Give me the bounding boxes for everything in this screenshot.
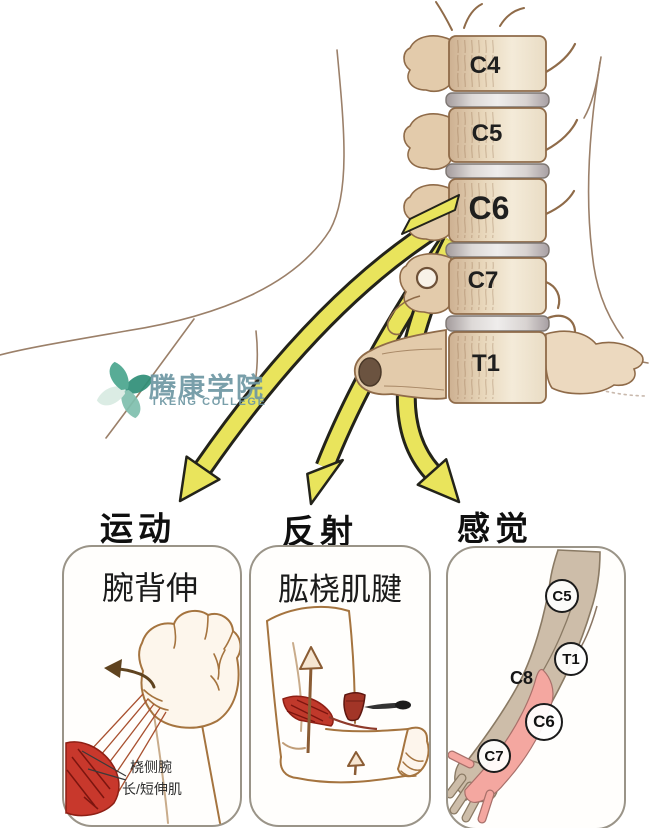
- cervical-spine: [353, 1, 644, 404]
- dermatome-arm-illustration: [448, 549, 601, 824]
- dermatome-label-c5-text: C5: [552, 587, 572, 605]
- vertebra-label-c7: C7: [467, 267, 499, 294]
- dermatome-label-c7: C7: [477, 739, 511, 773]
- brachioradialis-reflex-illustration: [266, 605, 429, 784]
- vertebra-label-c5: C5: [471, 120, 503, 147]
- wrist-extension-illustration: [65, 609, 240, 824]
- tkeng-college-logo: 腾康学院 TKENG COLLEGE: [95, 356, 295, 422]
- pinwheel-logo-icon: [96, 361, 154, 419]
- vertebra-label-c6: C6: [468, 190, 510, 226]
- reflex-hammer: [343, 692, 411, 722]
- vertebra-label-t1: T1: [471, 350, 500, 377]
- logo-title: 腾康学院: [149, 373, 265, 403]
- logo-subtitle: TKENG COLLEGE: [151, 396, 267, 408]
- muscle-annotation-line2: 长/短伸肌: [122, 780, 182, 797]
- dermatome-label-t1: T1: [554, 642, 588, 676]
- muscle-annotation: 桡侧腕 长/短伸肌: [122, 757, 182, 800]
- vertebra-label-c4: C4: [469, 52, 501, 79]
- branch-label-sensory: 感觉: [457, 510, 533, 547]
- branch-label-reflex: 反射: [282, 513, 358, 550]
- branch-label-motor: 运动: [100, 510, 176, 547]
- dermatome-label-c5: C5: [545, 579, 579, 613]
- reflex-card-title: 肱桡肌腱: [278, 572, 402, 607]
- dermatome-label-c6-text: C6: [533, 712, 555, 731]
- dermatome-label-c7-text: C7: [484, 747, 504, 765]
- dermatome-label-c8: C8: [510, 668, 533, 689]
- motor-card: 腕背伸: [62, 545, 242, 827]
- reflex-card: 肱桡肌腱: [249, 545, 431, 827]
- sensory-card: C5 T1 C8 C6 C7: [446, 546, 626, 828]
- c6-nerve-root: [401, 194, 460, 235]
- dermatome-label-t1-text: T1: [562, 650, 580, 668]
- motor-card-title: 腕背伸: [101, 570, 198, 606]
- muscle-annotation-line1: 桡侧腕: [130, 759, 172, 775]
- dermatome-label-c6: C6: [525, 703, 563, 741]
- dermatome-label-c8-text: C8: [510, 668, 534, 688]
